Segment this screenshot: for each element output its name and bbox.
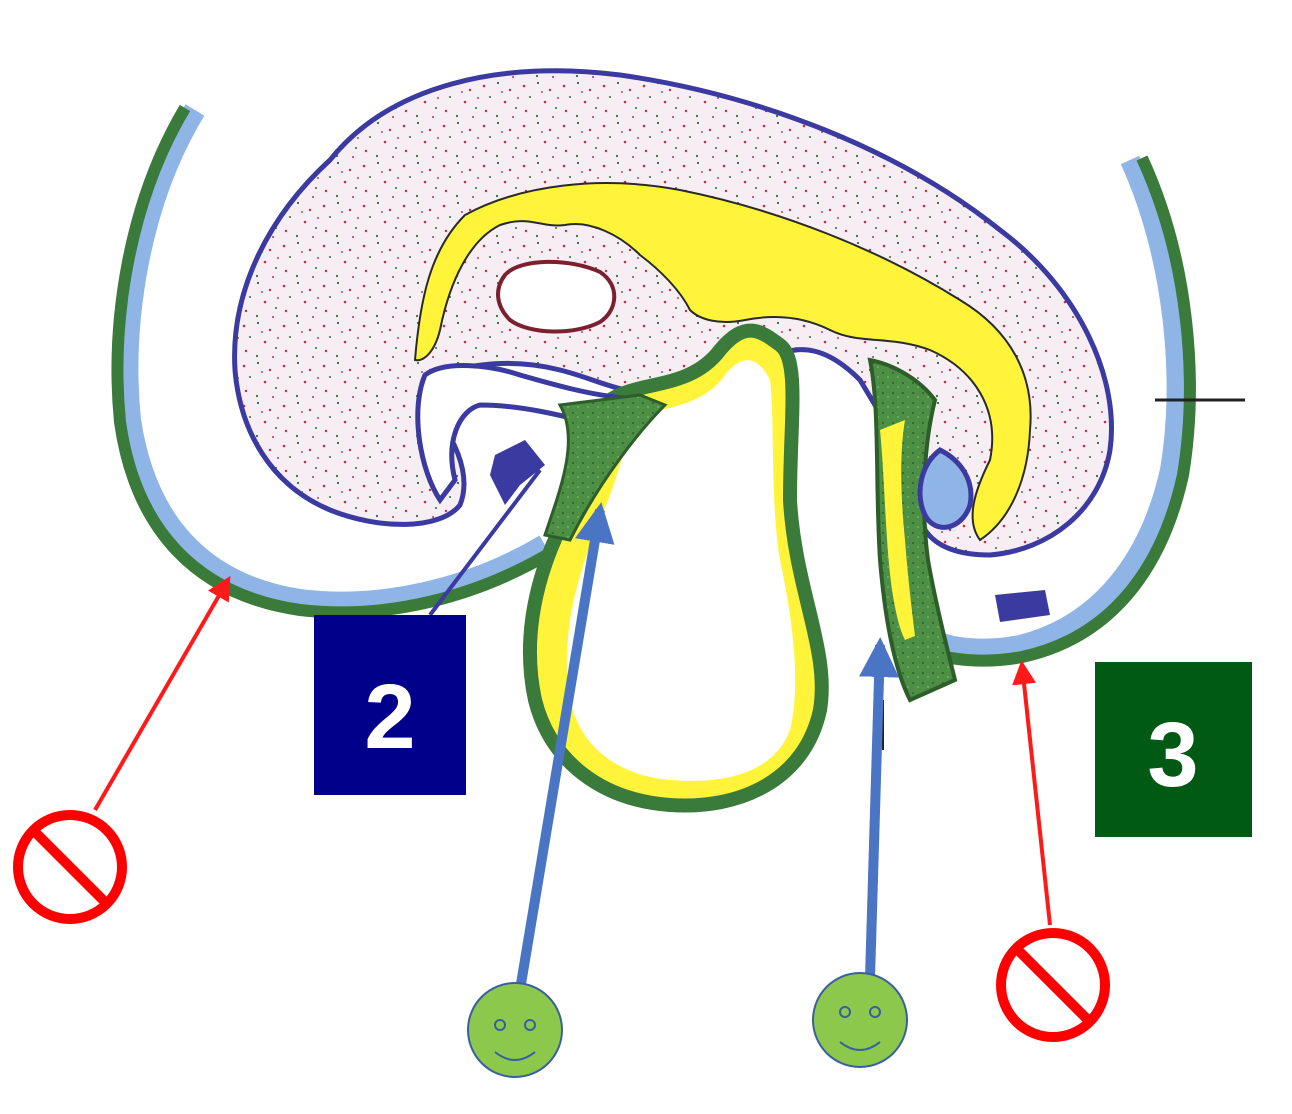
tail-fold xyxy=(917,447,1050,622)
left-membrane xyxy=(111,104,556,619)
blue-arrow-right xyxy=(859,637,900,979)
gut-tube xyxy=(413,182,1032,542)
smiley-face-icon xyxy=(467,982,563,1078)
no-entry-icon xyxy=(13,810,127,924)
head-fold xyxy=(415,363,668,542)
red-arrow-right xyxy=(1012,660,1052,926)
red-arrow-left xyxy=(93,575,231,812)
label-box-3: 3 xyxy=(1095,662,1252,837)
smiley-face-icon xyxy=(812,972,908,1068)
label-2-text: 2 xyxy=(364,666,415,768)
label-3-text: 3 xyxy=(1147,704,1198,806)
right-membrane xyxy=(927,155,1196,667)
blue-arrow-left xyxy=(515,502,615,991)
connecting-stalk xyxy=(867,357,958,703)
label-box-2: 2 xyxy=(314,468,542,795)
no-entry-icon xyxy=(996,928,1110,1042)
